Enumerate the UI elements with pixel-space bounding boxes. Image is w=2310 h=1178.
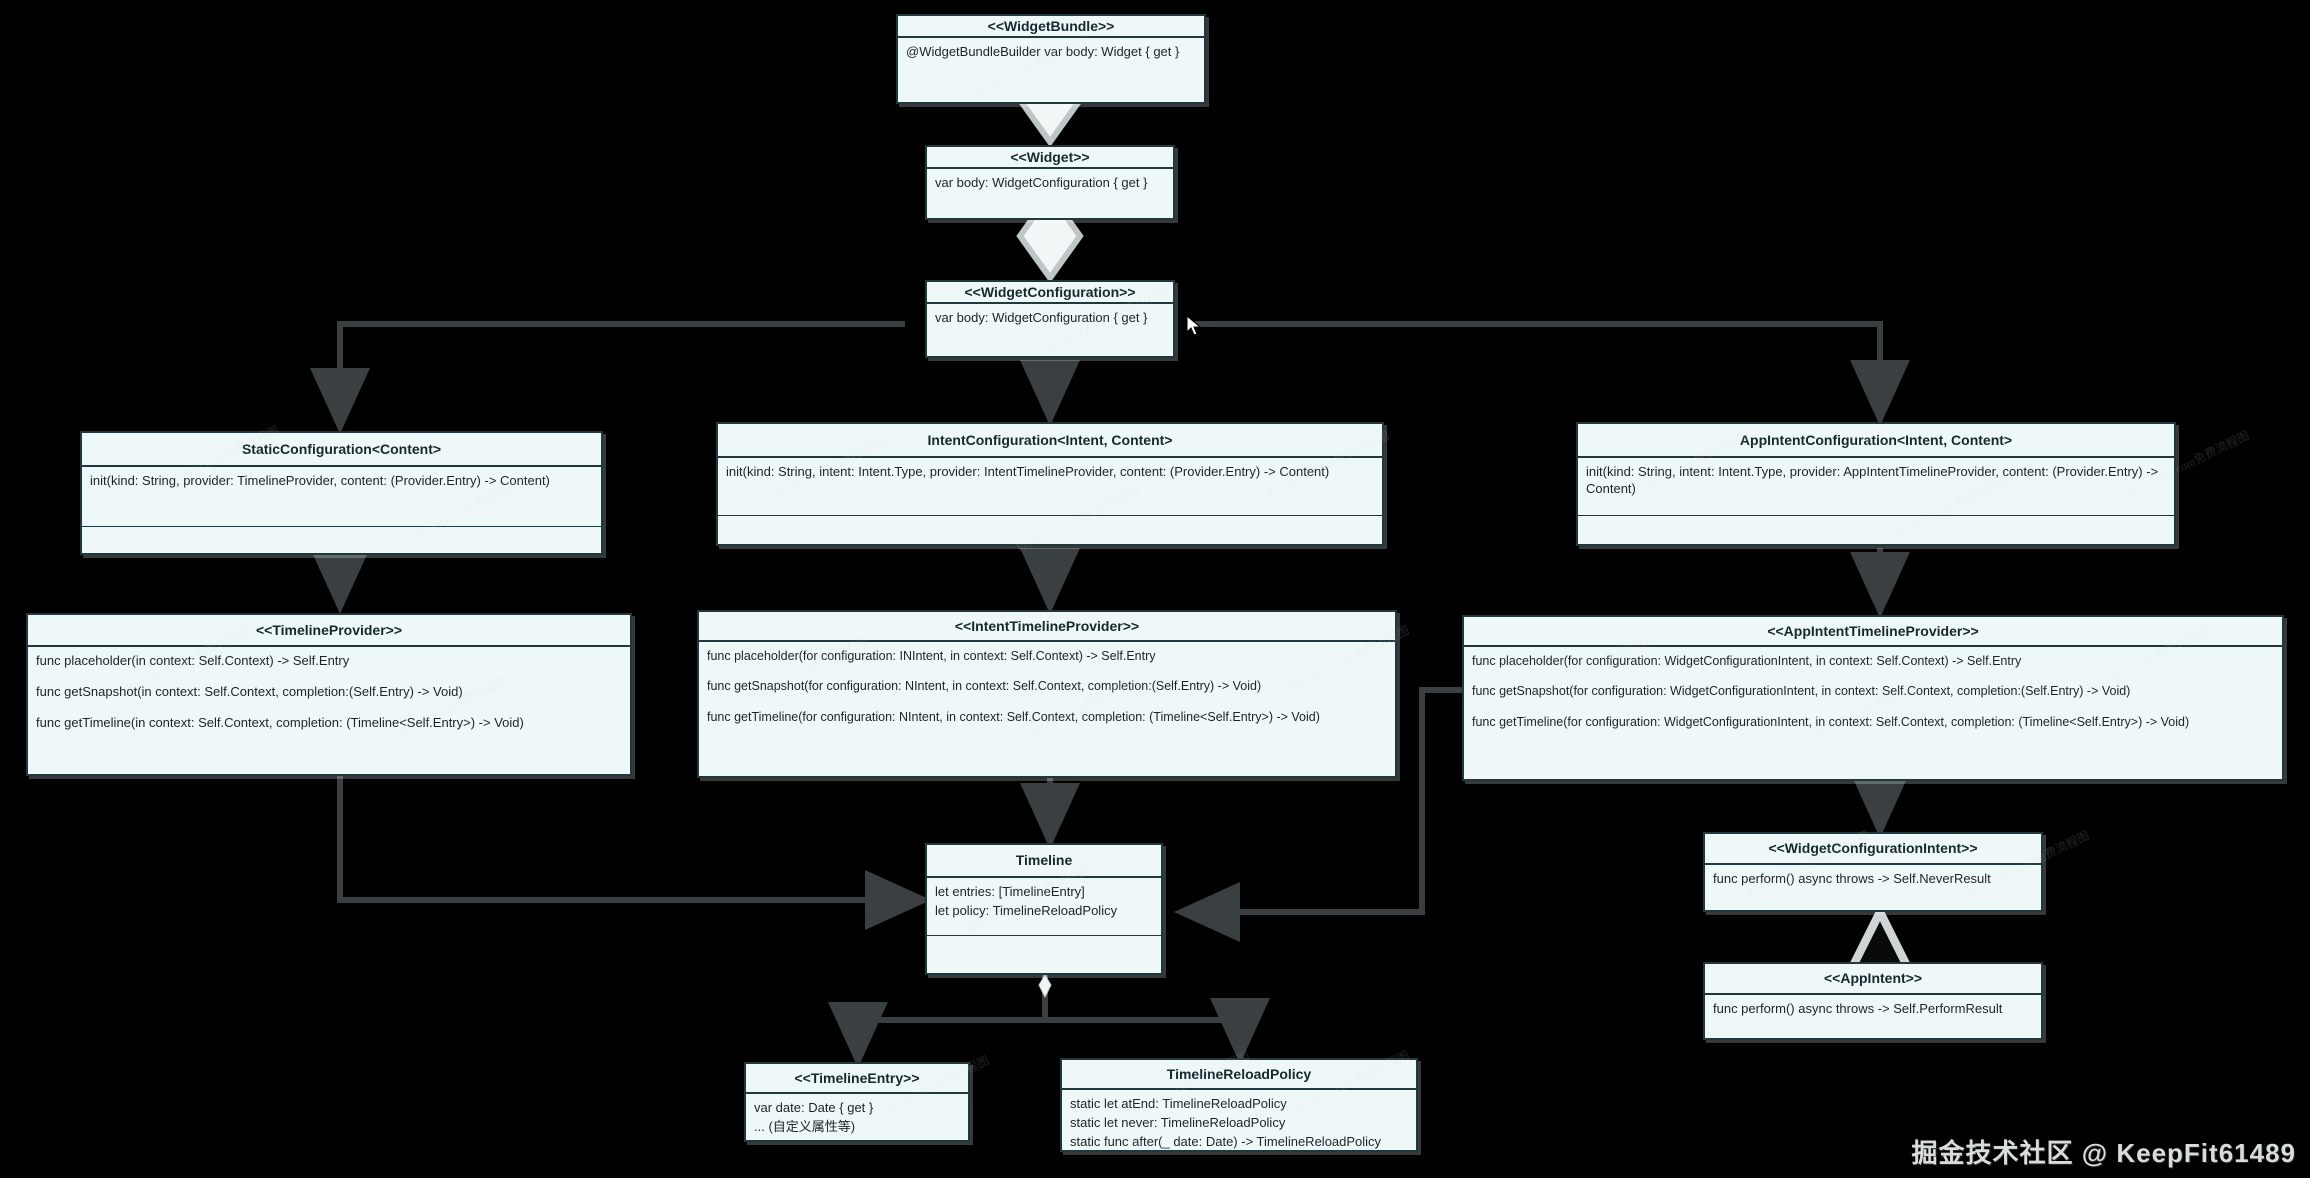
class-app-intent-title: <<AppIntent>> <box>1705 964 2041 995</box>
class-static-configuration[interactable]: StaticConfiguration<Content> init(kind: … <box>80 431 603 555</box>
class-intent-configuration-extra <box>718 516 1382 538</box>
class-widget-bundle[interactable]: <<WidgetBundle>> @WidgetBundleBuilder va… <box>896 14 1206 104</box>
class-timeline-reload-policy[interactable]: TimelineReloadPolicy static let atEnd: T… <box>1060 1058 1418 1152</box>
class-timeline-entry-title: <<TimelineEntry>> <box>746 1064 968 1094</box>
class-widget[interactable]: <<Widget>> var body: WidgetConfiguration… <box>925 145 1175 220</box>
class-app-intent-configuration-members: init(kind: String, intent: Intent.Type, … <box>1578 458 2174 516</box>
class-widget-configuration[interactable]: <<WidgetConfiguration>> var body: Widget… <box>925 280 1175 358</box>
class-widget-members: var body: WidgetConfiguration { get } <box>935 175 1148 191</box>
class-static-configuration-extra <box>82 527 601 549</box>
class-app-intent-timeline-provider[interactable]: <<AppIntentTimelineProvider>> func place… <box>1462 615 2284 781</box>
class-widget-title: <<Widget>> <box>927 147 1173 170</box>
brand-watermark: 掘金技术社区 @ KeepFit61489 <box>1911 1138 2296 1168</box>
class-intent-configuration-title: IntentConfiguration<Intent, Content> <box>718 424 1382 458</box>
class-timeline-entry-members: var date: Date { get } ... (自定义属性等) <box>754 1100 874 1134</box>
class-timeline[interactable]: Timeline let entries: [TimelineEntry] le… <box>925 843 1163 975</box>
class-widget-configuration-members: var body: WidgetConfiguration { get } <box>935 310 1148 326</box>
class-timeline-provider-members: func placeholder(in context: Self.Contex… <box>36 653 524 730</box>
class-intent-configuration-members: init(kind: String, intent: Intent.Type, … <box>718 458 1382 516</box>
class-timeline-reload-policy-title: TimelineReloadPolicy <box>1062 1060 1416 1090</box>
class-app-intent-configuration[interactable]: AppIntentConfiguration<Intent, Content> … <box>1576 422 2176 546</box>
class-timeline-reload-policy-members: static let atEnd: TimelineReloadPolicy s… <box>1070 1096 1382 1149</box>
class-widget-configuration-intent[interactable]: <<WidgetConfigurationIntent>> func perfo… <box>1703 832 2043 912</box>
class-timeline-provider-title: <<TimelineProvider>> <box>28 615 630 647</box>
class-timeline-members: let entries: [TimelineEntry] let policy:… <box>927 878 1161 936</box>
class-intent-timeline-provider[interactable]: <<IntentTimelineProvider>> func placehol… <box>697 610 1397 778</box>
class-timeline-extra <box>927 936 1161 975</box>
class-widget-bundle-title: <<WidgetBundle>> <box>898 16 1204 39</box>
class-widget-configuration-title: <<WidgetConfiguration>> <box>927 282 1173 305</box>
class-app-intent-configuration-title: AppIntentConfiguration<Intent, Content> <box>1578 424 2174 458</box>
class-intent-configuration[interactable]: IntentConfiguration<Intent, Content> ini… <box>716 422 1384 546</box>
class-app-intent[interactable]: <<AppIntent>> func perform() async throw… <box>1703 962 2043 1040</box>
class-timeline-title: Timeline <box>927 845 1161 878</box>
class-widget-configuration-intent-title: <<WidgetConfigurationIntent>> <box>1705 834 2041 865</box>
class-widget-bundle-members: @WidgetBundleBuilder var body: Widget { … <box>906 44 1180 60</box>
class-app-intent-members: func perform() async throws -> Self.Perf… <box>1713 1001 2003 1016</box>
class-app-intent-timeline-provider-title: <<AppIntentTimelineProvider>> <box>1464 617 2282 647</box>
class-timeline-provider[interactable]: <<TimelineProvider>> func placeholder(in… <box>26 613 632 776</box>
class-timeline-entry[interactable]: <<TimelineEntry>> var date: Date { get }… <box>744 1062 970 1142</box>
class-intent-timeline-provider-members: func placeholder(for configuration: INIn… <box>707 649 1320 724</box>
mouse-cursor-icon <box>1186 315 1202 336</box>
class-static-configuration-title: StaticConfiguration<Content> <box>82 433 601 467</box>
class-app-intent-configuration-extra <box>1578 516 2174 538</box>
class-app-intent-timeline-provider-members: func placeholder(for configuration: Widg… <box>1472 654 2190 729</box>
class-widget-configuration-intent-members: func perform() async throws -> Self.Neve… <box>1713 871 1991 886</box>
class-intent-timeline-provider-title: <<IntentTimelineProvider>> <box>699 612 1395 642</box>
class-static-configuration-members: init(kind: String, provider: TimelinePro… <box>82 467 601 527</box>
